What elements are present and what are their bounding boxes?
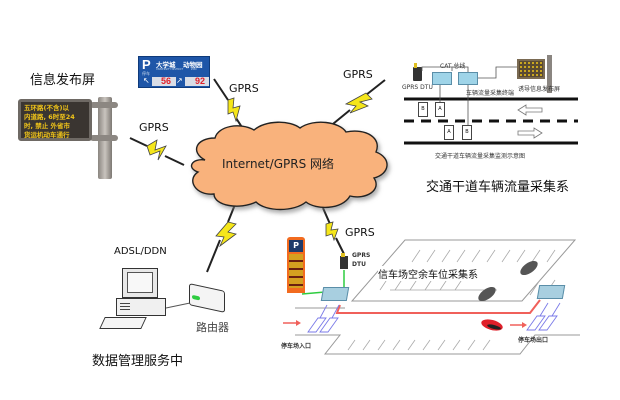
led-line-3: 时, 禁止 外省市	[24, 122, 70, 130]
info-screen-label: 信息发布屏	[30, 73, 96, 88]
guidance-display-board	[517, 59, 545, 79]
sensor-loop: B	[418, 102, 428, 117]
parking-lot-label: 信车场空余车位采集系	[378, 266, 478, 281]
exit-label: 停车场出口	[518, 337, 549, 344]
led-line-2: 内道路, 6时至24	[24, 113, 75, 121]
gprs-dtu-label: GPRS DTU	[402, 84, 433, 91]
led-line-1: 五环路(不含)以	[24, 104, 69, 112]
sensor-loop: A	[444, 125, 454, 140]
road-layer	[404, 66, 578, 145]
link-label-parking-lot: GPRS	[345, 226, 375, 239]
computer-icon	[99, 262, 190, 332]
parking-p-letter: P	[142, 57, 151, 72]
exit-arrow-icon	[510, 322, 527, 328]
gprs-dtu-device	[413, 67, 422, 81]
exit-collector	[536, 285, 566, 299]
led-board: 五环路(不含)以 内道路, 6时至24 时, 禁止 外省市 货运机动车通行	[18, 99, 92, 141]
dtu-label: DTU	[352, 261, 366, 268]
traffic-flow-diagram: GPRS DTU CAT 总线 车辆流量采集终端 诱导信息发布屏 B A A B…	[400, 55, 615, 165]
arrow-up-left-icon: ↖	[143, 76, 150, 85]
parking-count-1: 56	[161, 76, 172, 86]
parking-count-2: 92	[195, 76, 206, 86]
destination-2-en: ZOO	[191, 68, 197, 71]
info-screen-sign: 五环路(不含)以 内道路, 6时至24 时, 禁止 外省市 货运机动车通行	[18, 97, 118, 182]
data-center-label: 数据管理服务中	[92, 354, 184, 369]
dtu-gprs-label: GPRS	[352, 252, 371, 259]
parking-tower-p-icon: P	[289, 240, 303, 252]
traffic-flow-label: 交通干道车辆流量采集系	[426, 180, 570, 195]
destination-2: 动物园	[183, 61, 203, 69]
gprs-dtu-device	[340, 256, 348, 269]
entrance-label: 停车场入口	[281, 343, 312, 350]
network-cloud-label: Internet/GPRS 网络	[222, 157, 334, 171]
parking-guidance-sign: P 停车 大学城 动物园 UNIVERSITY DISTRICT ZOO ↖ 5…	[138, 56, 210, 88]
cat-bus-label: CAT 总线	[440, 63, 466, 70]
link-label-data-center: ADSL/DDN	[114, 246, 167, 257]
router-label: 路由器	[196, 321, 229, 334]
collector-label: 车辆流量采集终端	[466, 90, 515, 97]
parking-availability-tower: P	[287, 237, 305, 293]
parking-sub-label: 停车	[142, 71, 150, 76]
arrow-left-icon	[517, 104, 543, 116]
collector-device-2	[458, 72, 478, 85]
collector-device-1	[432, 72, 452, 85]
led-line-4: 货运机动车通行	[24, 131, 70, 139]
arrow-right-icon	[517, 127, 543, 139]
destination-1: 大学城	[156, 61, 176, 69]
sensor-loop: B	[462, 125, 472, 140]
network-cloud	[190, 121, 388, 211]
entry-arrow-icon	[283, 320, 301, 326]
sensor-loop: A	[435, 102, 445, 117]
moving-car-icon	[481, 319, 503, 331]
display-label: 诱导信息发布屏	[518, 86, 561, 93]
link-label-parking-sign: GPRS	[229, 82, 259, 95]
destination-1-en: UNIVERSITY DISTRICT	[156, 68, 184, 71]
entrance-collector	[320, 287, 350, 301]
link-label-info-screen: GPRS	[139, 121, 169, 134]
lightning-icon-parking-lot	[322, 207, 345, 255]
traffic-caption: 交通干道车辆流量采集监测示意图	[435, 153, 526, 160]
arrow-up-right-icon: ↗	[176, 76, 183, 85]
parked-car-icon	[478, 260, 538, 302]
link-label-traffic-flow: GPRS	[343, 68, 373, 81]
lightning-icon-info-screen	[129, 137, 185, 166]
